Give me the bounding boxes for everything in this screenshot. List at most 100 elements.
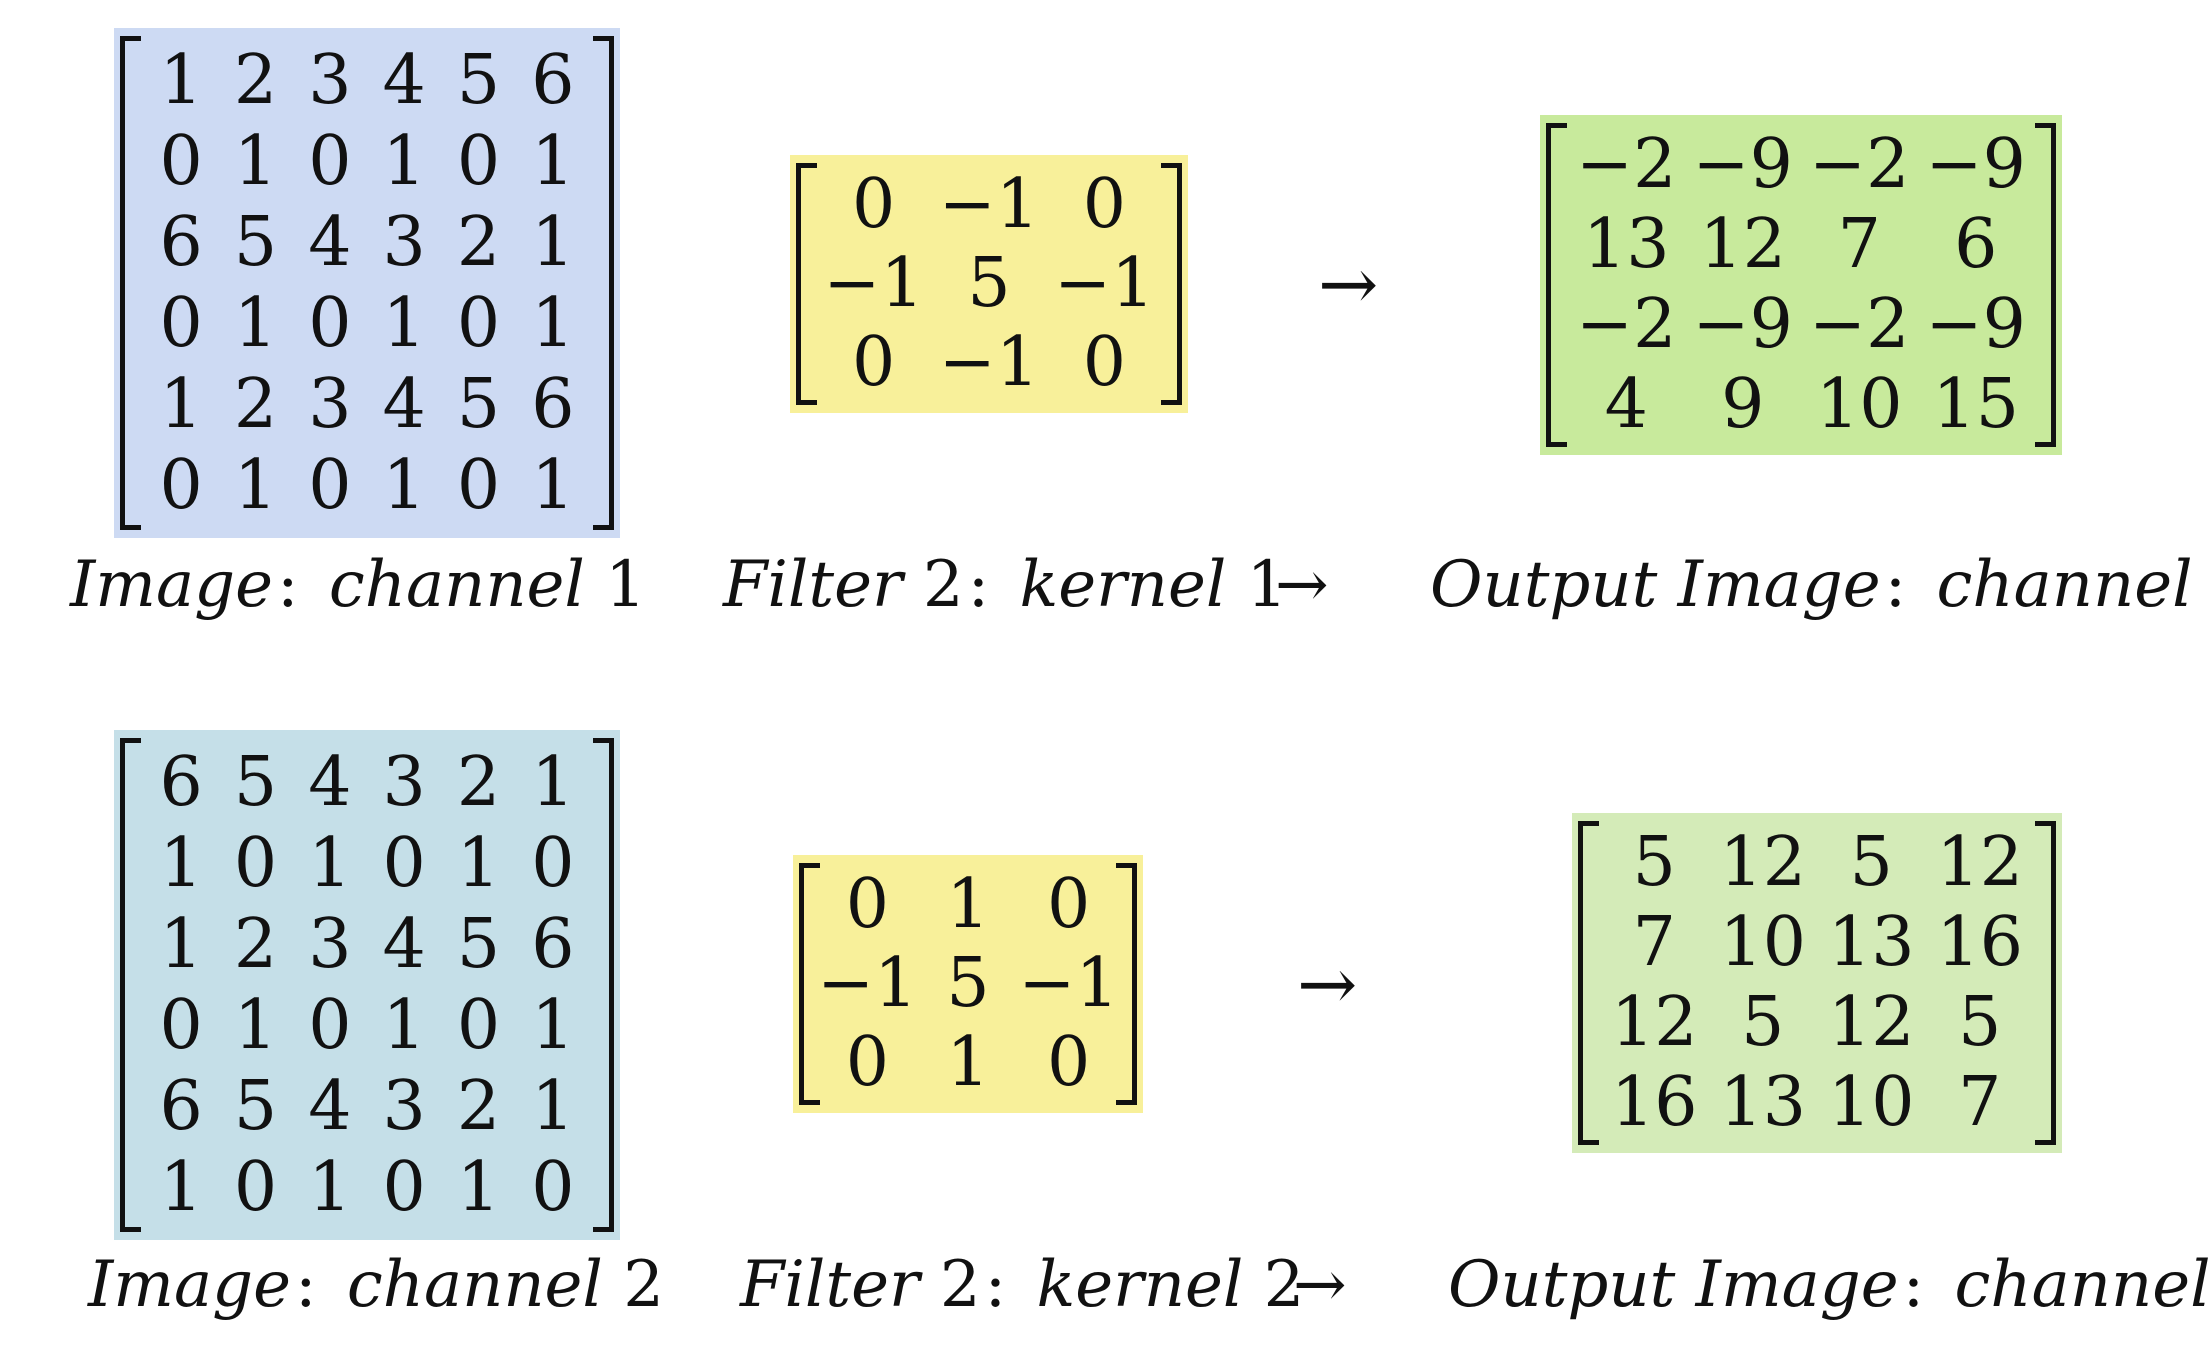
left-bracket: [796, 163, 817, 405]
matrix-cell: 6: [159, 1066, 203, 1146]
matrix-cell: 4: [382, 40, 426, 120]
matrix-cell: 3: [382, 742, 426, 822]
matrix-cell: 0: [308, 121, 352, 201]
matrix-cell: 1: [531, 1066, 575, 1146]
caption-image-channel-1: Image: channel 1: [70, 553, 646, 617]
matrix-cell: 3: [382, 1066, 426, 1146]
matrix-cell: 6: [531, 904, 575, 984]
matrix-cell: 2: [456, 202, 501, 282]
matrix-cell: 16: [1610, 1063, 1698, 1142]
matrix-cell: 0: [456, 445, 501, 525]
matrix-cell: −1: [817, 943, 918, 1023]
matrix-cell: 6: [159, 742, 203, 822]
right-bracket: [1161, 163, 1182, 405]
matrix-cell: 9: [1721, 365, 1765, 444]
matrix-cell: 0: [382, 823, 426, 903]
matrix-cell: 1: [382, 985, 426, 1065]
matrix-cell: 1: [233, 985, 278, 1065]
matrix-cell: 5: [233, 1066, 278, 1146]
caption-name: Image: [70, 548, 273, 622]
matrix-cell: 5: [456, 904, 501, 984]
matrix-cell: 5: [1958, 983, 2002, 1062]
matrix-cell: 4: [308, 202, 352, 282]
matrix-cell: 2: [233, 40, 278, 120]
matrix-cell: 1: [382, 445, 426, 525]
matrix-cell: −1: [1054, 243, 1155, 323]
matrix-cell: 1: [946, 864, 990, 944]
matrix-cell: 5: [1741, 983, 1785, 1062]
matrix-cell: 1: [531, 445, 575, 525]
matrix-cell: 1: [159, 1147, 203, 1227]
matrix-cell: 3: [308, 40, 352, 120]
matrix-cell: 5: [1632, 823, 1676, 902]
matrix-cell: 1: [159, 823, 203, 903]
caption-word: kernel: [1019, 548, 1227, 622]
matrix-cell: −9: [1692, 125, 1793, 204]
matrix-cell: 0: [456, 283, 501, 363]
caption-name: Filter: [740, 1248, 920, 1322]
matrix-cell: 1: [456, 823, 501, 903]
matrix-cell: 0: [159, 985, 203, 1065]
matrix-cell: 12: [1936, 823, 2024, 902]
caption-output-channel-2: Output Image: channel 2: [1448, 1253, 2212, 1317]
right-bracket: [2035, 821, 2056, 1145]
caption-name: Output Image: [1430, 548, 1881, 622]
matrix-cell: 4: [382, 364, 426, 444]
caption-colon: :: [276, 548, 299, 622]
matrix-cell: 1: [946, 1023, 990, 1103]
matrix-cell: 1: [531, 121, 575, 201]
matrix-cell: −1: [1018, 943, 1119, 1023]
matrix-cell: 5: [967, 243, 1011, 323]
matrix-cell: 13: [1827, 903, 1915, 982]
matrix-cell: 1: [233, 121, 278, 201]
matrix-cell: 0: [1047, 864, 1091, 944]
matrix-cell: 1: [531, 202, 575, 282]
matrix-cell: 0: [308, 445, 352, 525]
matrix-cell: 15: [1932, 365, 2020, 444]
left-bracket: [120, 738, 141, 1232]
matrix-cell: 0: [159, 283, 203, 363]
matrix-cell: 10: [1827, 1063, 1915, 1142]
matrix-cell: 1: [382, 121, 426, 201]
matrix-cell: 0: [852, 164, 896, 244]
matrix-cell: 5: [233, 202, 278, 282]
matrix-cell: 1: [382, 283, 426, 363]
matrix-cell: 16: [1936, 903, 2024, 982]
matrix-cell: 1: [456, 1147, 501, 1227]
matrix-cell: 2: [456, 1066, 501, 1146]
matrix-cell: −9: [1925, 125, 2026, 204]
matrix-cell: 0: [531, 823, 575, 903]
left-bracket: [1546, 123, 1567, 447]
caption-image-channel-2: Image: channel 2: [88, 1253, 664, 1317]
matrix-cell: 6: [531, 40, 575, 120]
matrix-cell: 1: [159, 364, 203, 444]
matrix-cell: −9: [1925, 285, 2026, 364]
caption-word: channel: [1936, 548, 2193, 622]
matrix-cell: 0: [308, 283, 352, 363]
matrix-cell: −1: [938, 164, 1040, 244]
matrix-cell: −2: [1576, 285, 1677, 364]
matrix-cell: 0: [852, 323, 896, 403]
caption-filter-kernel-1: Filter 2: kernel 1: [723, 553, 1287, 617]
matrix-cell: 0: [456, 121, 501, 201]
matrix-cell: 7: [1958, 1063, 2002, 1142]
matrix-cell: 2: [456, 742, 501, 822]
right-bracket: [593, 738, 614, 1232]
matrix-cell: 7: [1837, 205, 1881, 284]
matrix-cell: 0: [382, 1147, 426, 1227]
left-bracket: [799, 863, 820, 1105]
caption-arrow: →: [1293, 1248, 1347, 1322]
matrix-cell: 1: [233, 445, 278, 525]
matrix-cell: 5: [1849, 823, 1893, 902]
matrix-cell: 12: [1719, 823, 1807, 902]
matrix-cell: 3: [308, 904, 352, 984]
caption-word: kernel: [1036, 1248, 1244, 1322]
matrix-cell: 5: [456, 364, 501, 444]
matrix-cell: −2: [1576, 125, 1677, 204]
right-bracket: [593, 36, 614, 530]
caption-arrow: →: [1275, 548, 1329, 622]
matrix-cell: 6: [1954, 205, 1998, 284]
matrix-cell: 0: [159, 445, 203, 525]
matrix-cell: −1: [823, 243, 924, 323]
